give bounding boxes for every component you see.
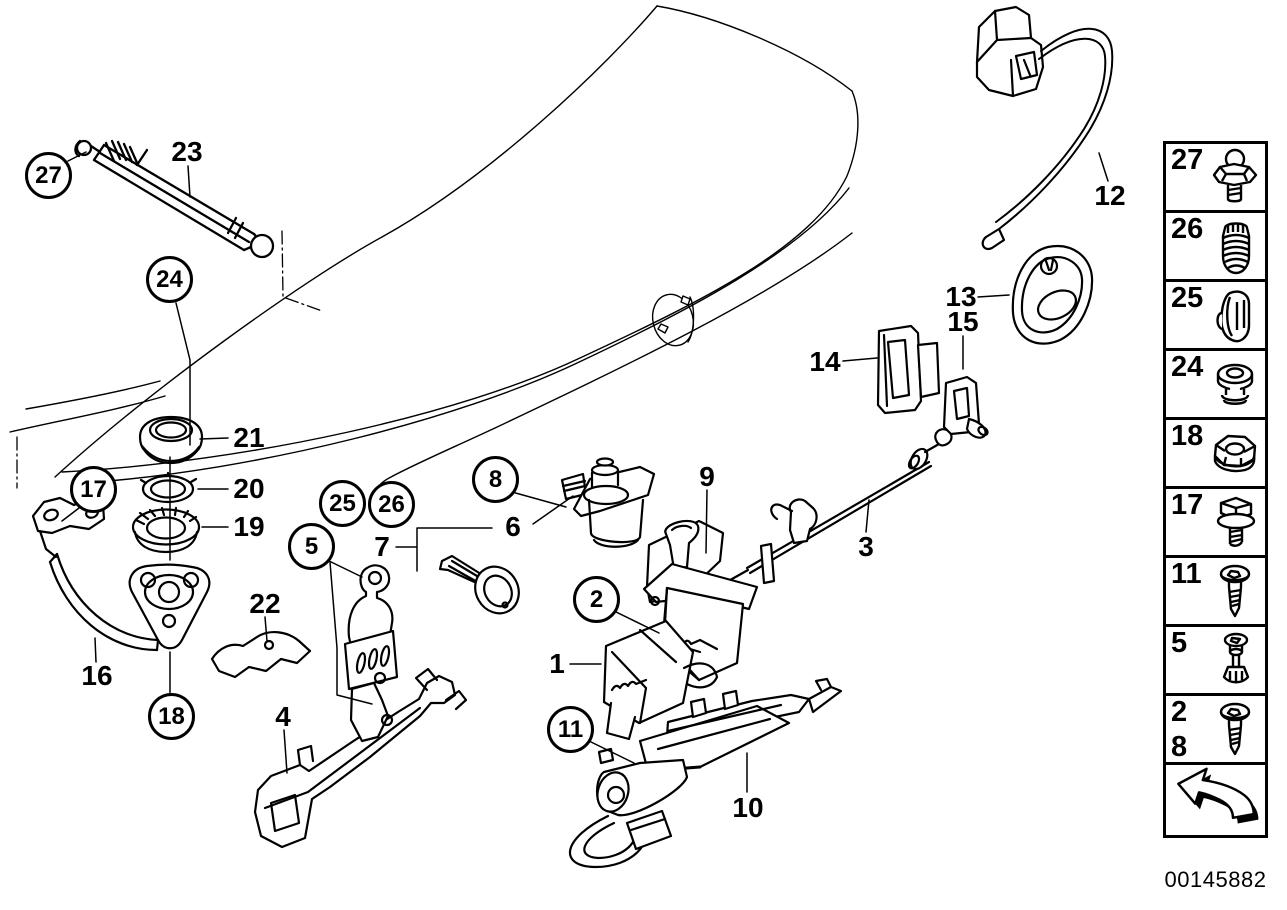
flange-nut-icon [1204,423,1264,492]
torx-screw-icon [1204,561,1264,630]
emergency-release-12 [975,5,1114,251]
part-label-14[interactable]: 14 [809,346,841,377]
ribbed-plug-icon [1204,216,1264,285]
key [438,554,520,615]
fastener-legend: 27 26 25 [1163,141,1268,838]
balloon-5[interactable]: 5 [288,523,335,570]
lock-barrel [560,457,656,548]
sidebar-item-label: 24 [1171,351,1204,383]
part-label-16[interactable]: 16 [81,660,113,691]
part-label-10[interactable]: 10 [732,792,764,823]
latch-piece-15 [942,375,989,439]
part-label-6[interactable]: 6 [505,511,521,542]
gasket-22 [210,631,312,679]
hinge-arm-4 [253,667,468,849]
grommet-icon [1204,354,1264,423]
leader-lines [61,151,1109,793]
flange-bolt-icon [1204,492,1264,561]
part-label-12[interactable]: 12 [1094,180,1126,211]
sidebar-item-5[interactable]: 5 [1163,624,1268,696]
section-cut-lines [16,230,323,489]
sidebar-item-label: 2 [1171,696,1188,728]
gas-strut [74,139,275,259]
sidebar-item-label: 17 [1171,489,1204,521]
part-label-23[interactable]: 23 [171,136,203,167]
image-number: 00145882 [1164,867,1267,892]
balloon-2[interactable]: 2 [573,576,620,623]
lock-carrier-10 [568,677,843,869]
sidebar-item-label: 27 [1171,144,1204,176]
expansion-rivet-icon [1204,630,1264,699]
sidebar-item-11[interactable]: 11 [1163,555,1268,627]
part-label-13[interactable]: 13 [945,281,977,312]
part-label-7[interactable]: 7 [374,531,390,562]
operating-rod-3 [687,422,956,604]
sidebar-item-label: 25 [1171,282,1204,314]
balloon-26[interactable]: 26 [368,481,415,528]
lock-cylinder-stack [128,415,211,650]
sidebar-item-18[interactable]: 18 [1163,417,1268,489]
sidebar-item-17[interactable]: 17 [1163,486,1268,558]
part-label-20[interactable]: 20 [233,473,265,504]
sidebar-item-label: 11 [1171,558,1202,590]
torx-screw-icon [1204,699,1264,768]
balloon-11[interactable]: 11 [547,706,594,753]
part-label-9[interactable]: 9 [699,461,715,492]
bracket-14 [876,324,941,415]
sidebar-item-label: 26 [1171,213,1204,245]
sidebar-item-label-2: 8 [1171,731,1188,763]
hinge-support-piece [343,564,399,743]
sidebar-item-label: 18 [1171,420,1204,452]
sidebar-item-27[interactable]: 27 [1163,141,1268,213]
part-label-22[interactable]: 22 [249,588,281,619]
sidebar-item-2-8[interactable]: 2 8 [1163,693,1268,765]
balloon-27[interactable]: 27 [25,152,72,199]
balloon-18[interactable]: 18 [148,693,195,740]
part-label-1[interactable]: 1 [549,648,565,679]
trunk-lock-1 [602,562,759,741]
part-label-21[interactable]: 21 [233,422,265,453]
balloon-25[interactable]: 25 [319,480,366,527]
back-arrow-icon [1170,765,1262,836]
sidebar-item-25[interactable]: 25 [1163,279,1268,351]
back-button[interactable] [1163,762,1268,838]
release-handle-13 [1011,244,1094,345]
part-label-15[interactable]: 15 [947,306,979,337]
balloon-24[interactable]: 24 [146,256,193,303]
ball-stud-icon [1204,147,1264,216]
balloon-17[interactable]: 17 [70,466,117,513]
sidebar-item-24[interactable]: 24 [1163,348,1268,420]
part-label-19[interactable]: 19 [233,511,265,542]
part-label-3[interactable]: 3 [858,531,874,562]
trunk-lid-outline [9,5,859,500]
balloon-8[interactable]: 8 [472,456,519,503]
sidebar-item-26[interactable]: 26 [1163,210,1268,282]
sidebar-item-label: 5 [1171,627,1188,659]
clip-icon [1204,285,1264,354]
part-label-4[interactable]: 4 [275,701,291,732]
